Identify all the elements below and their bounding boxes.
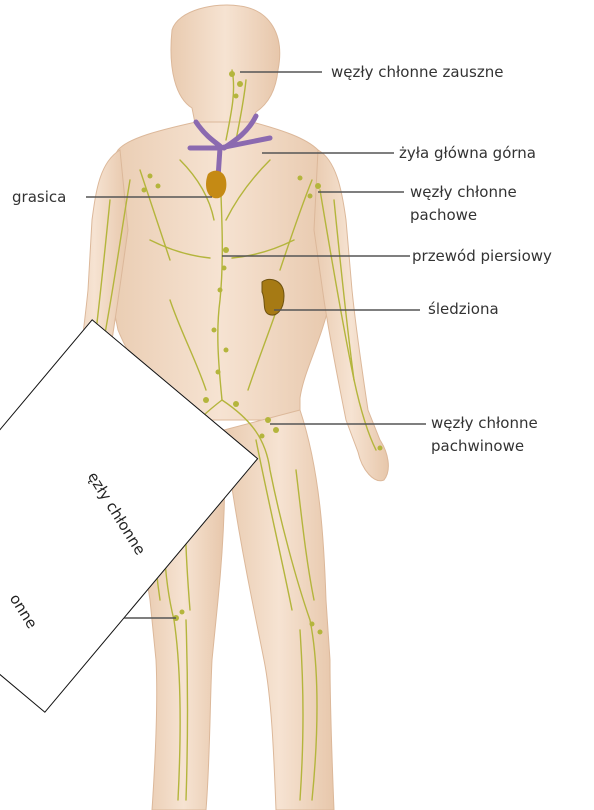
label-superior-vena-cava: żyła główna górna bbox=[399, 143, 536, 163]
label-thymus: grasica bbox=[12, 187, 66, 207]
label-spleen: śledziona bbox=[428, 299, 499, 319]
label-inguinal-nodes-1: węzły chłonne bbox=[431, 413, 538, 433]
label-axillary-nodes-1: węzły chłonne bbox=[410, 182, 517, 202]
label-thoracic-duct: przewód piersiowy bbox=[412, 246, 552, 266]
label-inguinal-nodes-2: pachwinowe bbox=[431, 436, 524, 456]
label-behind-ear-nodes: węzły chłonne zauszne bbox=[331, 62, 503, 82]
thymus-organ bbox=[206, 171, 226, 199]
label-axillary-nodes-2: pachowe bbox=[410, 205, 477, 225]
